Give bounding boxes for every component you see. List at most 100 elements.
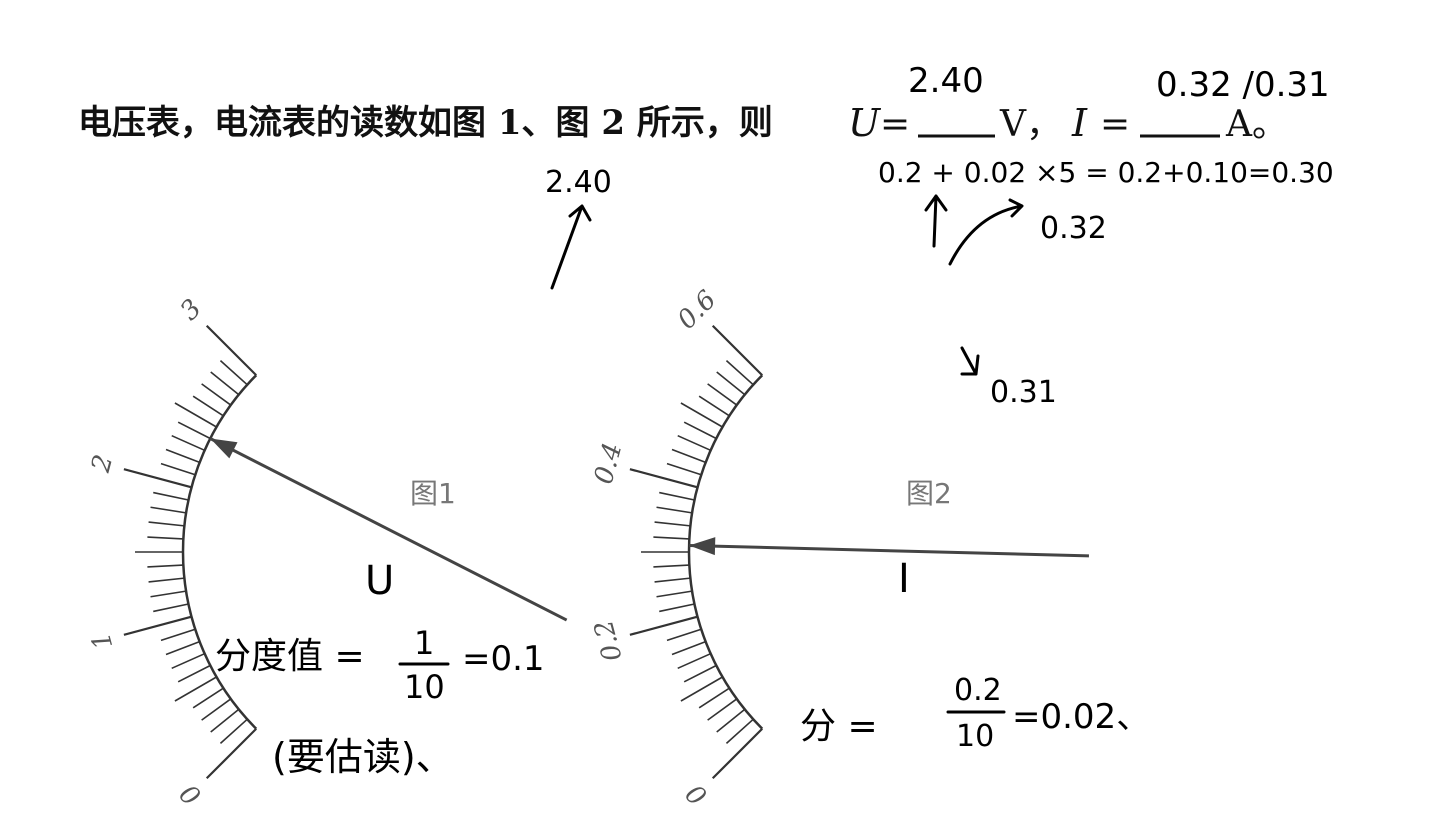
equals-u: = [880,104,910,145]
m2-tick [666,462,702,476]
voltmeter-needle-head [210,438,238,459]
m2-tick [698,395,730,417]
m1-tick [148,521,185,527]
hw-u-frac-den: 10 [404,668,445,706]
m1-tick [205,727,258,780]
m1-tick [171,434,205,452]
m2-tick [671,448,706,464]
m1-tick [177,421,211,440]
ammeter-needle-head [689,537,716,556]
m1-tick [174,676,217,702]
m2-tick [666,628,702,642]
hw-calc-line: 0.2 + 0.02 ×5 = 0.2+0.10=0.30 [878,156,1334,189]
ammeter-needle [689,543,1089,558]
m1-tick [153,603,189,613]
hw-i-frac-result: =0.02、 [1012,697,1150,737]
handwritten-notes: 2.40 0.32 /0.31 2.40 0.2 + 0.02 ×5 = 0.2… [215,61,1334,779]
m2-tick [680,402,723,428]
hw-u-answer: 2.40 [908,61,984,101]
unit-v: V， [999,104,1062,145]
m2-tick [683,421,717,440]
m2-tick [656,506,693,514]
figure1-caption: 图1 [410,477,456,510]
m2-tick [653,564,690,568]
var-u: U [848,101,882,145]
question-line: 电压表，电流表的读数如图 1、图 2 所示，则 U = V， I = A。 [78,101,1288,145]
hw-i-frac-den: 10 [956,719,994,754]
question-text: 电压表，电流表的读数如图 1、图 2 所示，则 [78,103,773,143]
m2-scale-arc [687,374,764,730]
hw-u-frac-result: =0.1 [462,639,545,679]
m2-tick [629,615,698,636]
hw-u-division: 分度值 = [215,636,365,677]
hw-label-032: 0.32 [1040,211,1107,246]
hw-i-heading: I [898,556,910,602]
m1-tick [210,371,240,396]
ammeter-dial: 0 0.2 0.4 0.6 图2 [589,285,1089,810]
hw-u-heading: U [365,558,394,604]
m1-tick [219,718,248,744]
voltmeter-dial: 0 1 2 3 图1 [86,294,568,810]
m2-tick [698,687,730,709]
m2-tick [654,521,691,527]
m2-tick [725,718,754,744]
m1-tick [147,536,184,540]
m1-tick [160,628,196,642]
unit-a: A。 [1225,104,1288,145]
m2-tick [671,640,706,656]
figure2-caption: 图2 [906,477,952,510]
m2-tick [707,698,738,721]
voltmeter-label-1: 1 [86,629,119,653]
m1-tick [123,468,192,489]
hw-curve-arrow [948,198,1024,266]
m2-tick [711,324,764,377]
hw-i-division: 分 = [800,706,878,747]
hw-i-answer: 0.32 /0.31 [1156,65,1330,105]
hw-i-frac-num: 0.2 [954,673,1002,708]
m2-tick [680,676,723,702]
m2-tick [716,708,746,733]
m1-tick [205,324,258,377]
hw-u-note: (要估读)、 [272,735,454,779]
m2-tick [677,434,711,452]
m2-tick [725,360,754,386]
m1-tick [150,590,187,598]
ammeter-label-0.2: 0.2 [589,617,629,665]
m2-tick [716,371,746,396]
m1-tick [177,664,211,683]
m2-tick [659,491,695,501]
m1-tick [160,462,196,476]
m2-tick [654,577,691,583]
m2-tick [659,603,695,613]
m2-tick [653,536,690,540]
m2-tick [629,468,698,489]
m1-tick [148,577,185,583]
m2-tick [707,383,738,406]
m2-tick [656,590,693,598]
m1-tick [192,395,224,417]
ammeter-label-0: 0 [681,777,714,810]
hw-fig1-arrow-label: 2.40 [545,165,612,200]
m1-tick [147,564,184,568]
m2-tick [677,652,711,670]
m1-tick [171,652,205,670]
m1-tick [219,360,248,386]
m1-tick [174,402,217,428]
voltmeter-label-2: 2 [86,452,120,477]
equals-i: = [1100,104,1130,145]
m1-tick [210,708,240,733]
m1-tick [150,506,187,514]
m1-tick [153,491,189,501]
m1-tick [201,383,232,406]
m1-tick [201,698,232,721]
voltmeter-needle [209,437,568,622]
var-i: I [1071,101,1088,145]
m2-tick [711,727,764,780]
hw-down-arrow [960,346,980,376]
m1-tick [165,640,200,656]
voltmeter-label-3: 3 [175,294,208,327]
hw-label-031: 0.31 [990,375,1057,410]
ammeter-label-0.4: 0.4 [589,440,629,488]
m2-tick [683,664,717,683]
